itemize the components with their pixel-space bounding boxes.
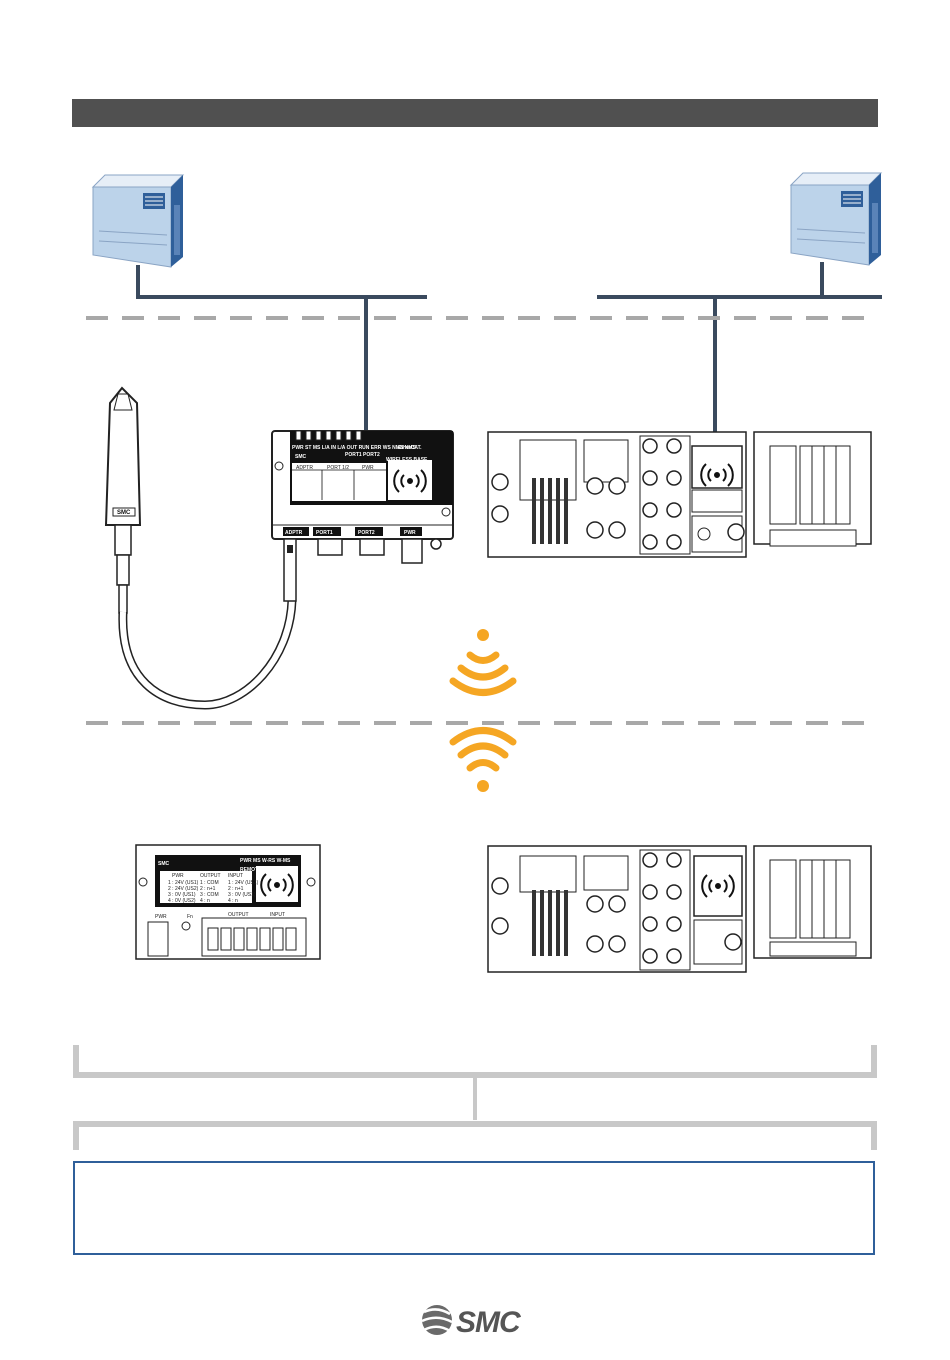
remote-io-col-output: OUTPUT [200,873,221,879]
workstation-icon [789,172,883,266]
remote-digital-io: PWR MS W-RS W-MS SMC REMOTE DIGITAL I/O … [135,844,321,960]
wireless-base-header-adptr: ADPTR [296,465,313,471]
remote-io-input-row: 4 : n [228,898,238,904]
section-header-bar [72,99,878,127]
remote-io-input-row: 3 : 0V (US1) [228,892,256,898]
manifold-terminal-block [532,890,568,956]
remote-io-input-row: 1 : 24V (US1) [228,880,259,886]
wireless-base-brand: SMC [295,454,307,460]
manifold-terminal-block [532,478,568,544]
wireless-symbol-icon [260,873,294,897]
port-label-pwr: PWR [404,530,416,536]
port-label-port2: PORT2 [358,530,375,536]
remote-io-output-row: 1 : COM [200,880,219,886]
network-lines [136,262,882,432]
port-label-adptr: ADPTR [285,530,303,536]
remote-io-label-input: INPUT [270,912,285,918]
remote-io-output-row: 4 : n [200,898,210,904]
handheld-adapter: SMC [104,386,142,614]
logo-text: SMC [456,1306,522,1339]
remote-io-name: REMOTE DIGITAL I/O [240,867,290,873]
remote-io-top-labels: PWR MS W-RS W-MS [240,858,291,864]
smc-logo-icon: SMC [421,1305,523,1339]
remote-io-output-row: 3 : COM [200,892,219,898]
remote-io-label-output: OUTPUT [228,912,249,918]
bracket-bottom [73,1121,877,1150]
remote-io-label-fn: Fn [187,914,193,920]
remote-io-brand: SMC [158,861,170,867]
valve-manifold-top [487,431,872,558]
wifi-signal-icon [449,727,517,792]
remote-io-pwr-row: 3 : 0V (US1) [168,892,196,898]
remote-io-pwr-row: 4 : 0V (US2) [168,898,196,904]
port-label-port1: PORT1 [316,530,333,536]
wireless-symbol-icon [700,463,734,487]
wireless-symbol-icon [701,874,735,898]
remote-io-pwr-row: 1 : 24V (US1) [168,880,199,886]
wireless-base-name: WIRELESS BASE [386,457,428,463]
remote-io-input-row: 2 : n+1 [228,886,244,892]
remote-io-label-pwr: PWR [155,914,167,920]
remote-io-col-input: INPUT [228,873,243,879]
workstation-icon [91,174,185,268]
wireless-base-header-port: PORT 1/2 [327,465,349,471]
remote-io-col-pwr: PWR [172,873,184,879]
valve-manifold-bottom [487,845,872,973]
wireless-base: PWR ST MS L/A IN L/A OUT RUN ERR WS NMS … [271,430,454,602]
wifi-signal-icon [449,629,517,696]
remote-io-output-row: 2 : n+1 [200,886,216,892]
wireless-base-sub-labels: PORT1 PORT2 [345,452,380,458]
wireless-base-header-pwr: PWR [362,465,374,471]
handheld-brand: SMC [117,510,131,516]
bracket-top [73,1045,877,1078]
note-box [73,1161,875,1255]
wireless-symbol-icon [393,469,427,493]
remote-io-pwr-row: 2 : 24V (US2) [168,886,199,892]
wireless-base-network: EtherCAT. [398,445,422,451]
wireless-base-top-labels: PWR ST MS L/A IN L/A OUT RUN ERR WS NMS … [292,445,416,451]
